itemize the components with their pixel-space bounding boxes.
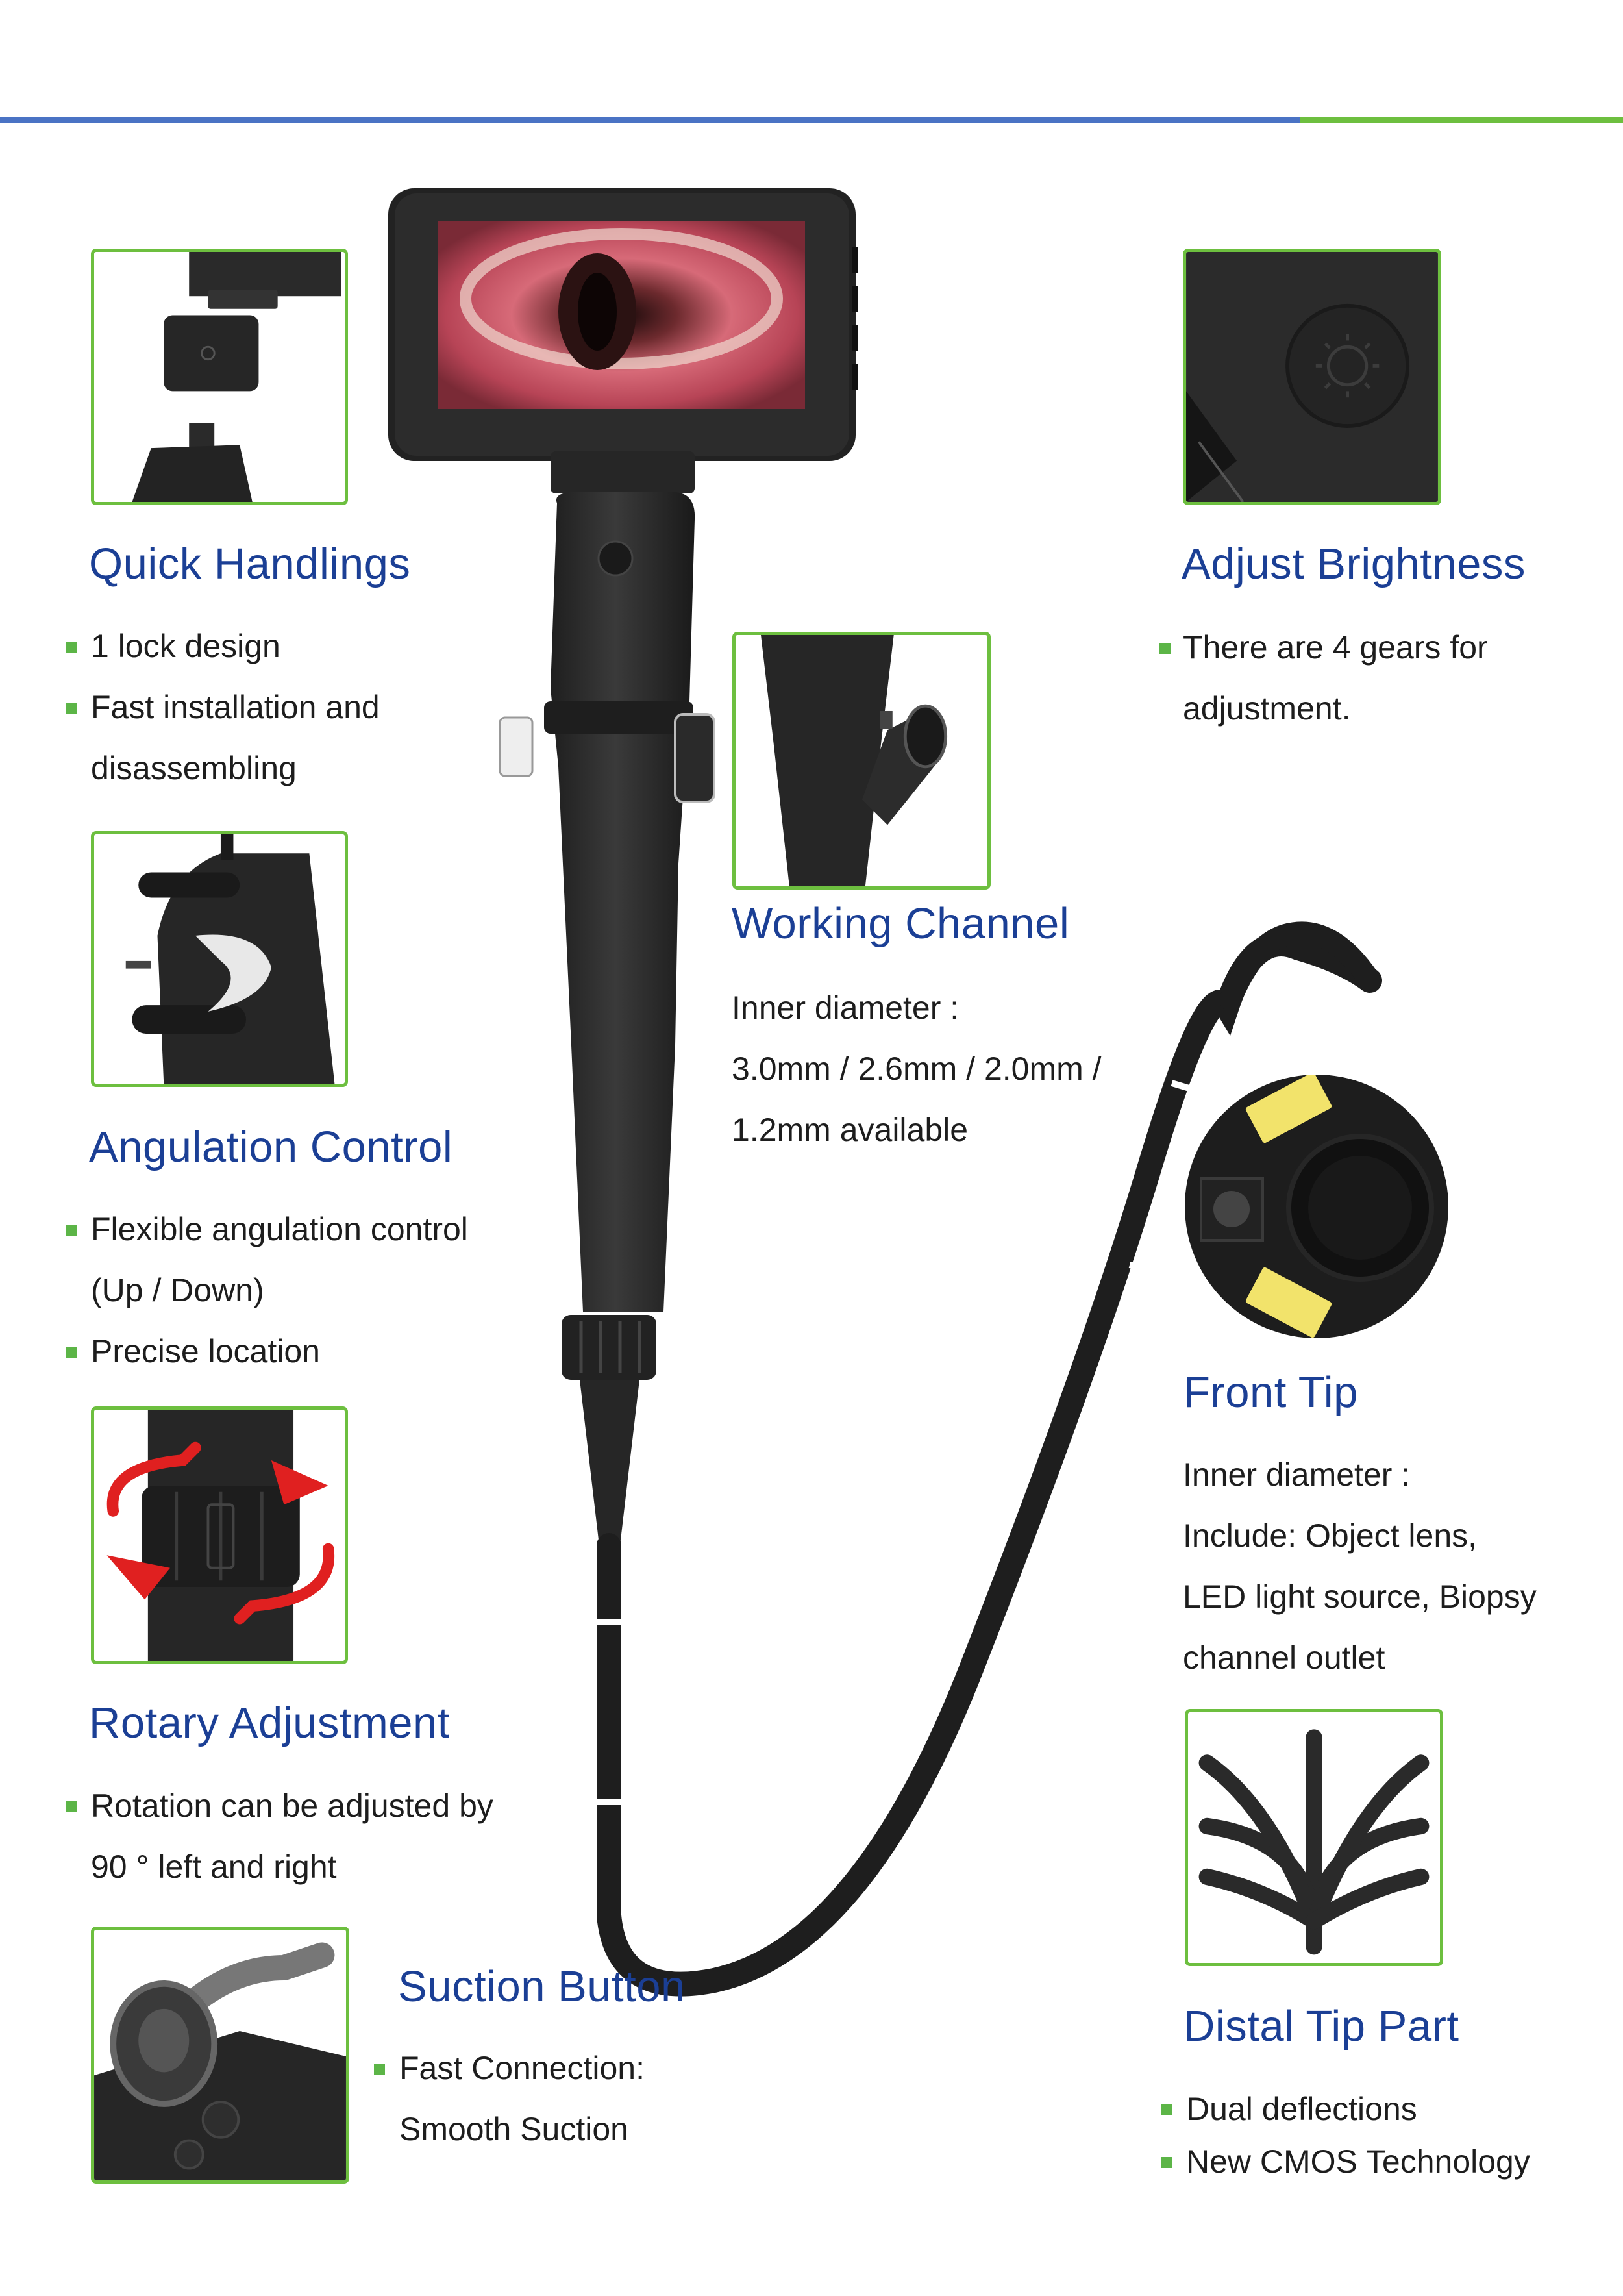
quick-bullet-2: Fast installation and [91, 689, 380, 725]
bullet-marker [1161, 2157, 1172, 2168]
suction-button-icon [597, 540, 634, 577]
bullet-marker [66, 1225, 77, 1236]
bullet-marker [1159, 643, 1171, 654]
angulation-line-1: Flexible angulation control [91, 1211, 468, 1247]
screen-mount [551, 451, 695, 493]
suction-button-title: Suction Button [398, 1962, 686, 2011]
fronttip-line-4: channel outlet [1183, 1640, 1385, 1676]
rotary-adjustment-title: Rotary Adjustment [89, 1699, 450, 1747]
distal-line-1: Dual deflections [1186, 2091, 1417, 2127]
header-divider-green [1300, 117, 1623, 123]
suction-line-2: Smooth Suction [399, 2111, 628, 2147]
working-channel-image [732, 632, 991, 890]
adjust-brightness-title: Adjust Brightness [1182, 540, 1526, 588]
front-tip-image [1185, 1075, 1448, 1338]
quick-handlings-title: Quick Handlings [89, 540, 411, 588]
distal-tip-image [1185, 1709, 1443, 1966]
rotary-line-1: Rotation can be adjusted by [91, 1788, 493, 1824]
suction-button-image [91, 1927, 349, 2184]
bullet-marker [374, 2064, 385, 2075]
rotation-arrows-icon [106, 1410, 335, 1661]
fronttip-line-3: LED light source, Biopsy [1183, 1578, 1537, 1615]
tip-bend [1219, 921, 1381, 1011]
bullet-marker [66, 1801, 77, 1812]
grip-band [544, 701, 693, 734]
handle-body [551, 492, 695, 1312]
adjust-brightness-image [1183, 249, 1441, 505]
quick-handlings-image [91, 249, 348, 505]
front-tip-lens-icon [1200, 1075, 1434, 1338]
rotary-line-2: 90 ° left and right [91, 1849, 337, 1885]
screen-mount-icon [132, 252, 341, 502]
bullet-marker [66, 642, 77, 653]
brightness-line-2: adjustment. [1183, 690, 1351, 727]
brightness-button-icon [1186, 252, 1438, 502]
channel-line-2: 3.0mm / 2.6mm / 2.0mm / [732, 1051, 1102, 1087]
brightness-line-1: There are 4 gears for [1183, 629, 1488, 666]
tube-markings [594, 1080, 1199, 1980]
distal-tip-title: Distal Tip Part [1183, 2002, 1459, 2051]
distal-line-2: New CMOS Technology [1186, 2143, 1530, 2180]
channel-line-3: 1.2mm available [732, 1112, 969, 1148]
angulation-line-3: Precise location [91, 1333, 320, 1369]
suction-line-1: Fast Connection: [399, 2050, 645, 2086]
channel-line-1: Inner diameter : [732, 990, 960, 1026]
angulation-line-2: (Up / Down) [91, 1272, 264, 1308]
header-divider [0, 117, 1623, 123]
angulation-control-title: Angulation Control [89, 1123, 453, 1171]
strain-relief [580, 1380, 639, 1545]
working-channel-title: Working Channel [732, 899, 1070, 948]
quick-bullet-2-cont: disassembling [91, 750, 297, 786]
front-tip-title: Front Tip [1183, 1368, 1358, 1417]
fronttip-line-2: Include: Object lens, [1183, 1517, 1478, 1554]
bullet-marker [1161, 2104, 1172, 2115]
header-divider-blue [0, 117, 1300, 123]
quick-bullet-1: 1 lock design [91, 628, 280, 664]
bullet-marker [66, 1347, 77, 1358]
suction-connector-icon [94, 1942, 346, 2180]
monitor-screen [388, 188, 858, 461]
fronttip-line-1: Inner diameter : [1183, 1456, 1411, 1493]
angulation-lever-icon [125, 834, 335, 1084]
angulation-lever [674, 713, 715, 803]
bullet-marker [66, 703, 77, 714]
working-channel-port-icon [761, 635, 948, 886]
rotation-collar-ridges [579, 1321, 641, 1373]
rotary-adjustment-image [91, 1406, 348, 1664]
distal-deflection-icon [1198, 1729, 1430, 1955]
channel-port [499, 716, 534, 777]
rotation-collar [562, 1315, 656, 1380]
angulation-control-image [91, 831, 348, 1087]
